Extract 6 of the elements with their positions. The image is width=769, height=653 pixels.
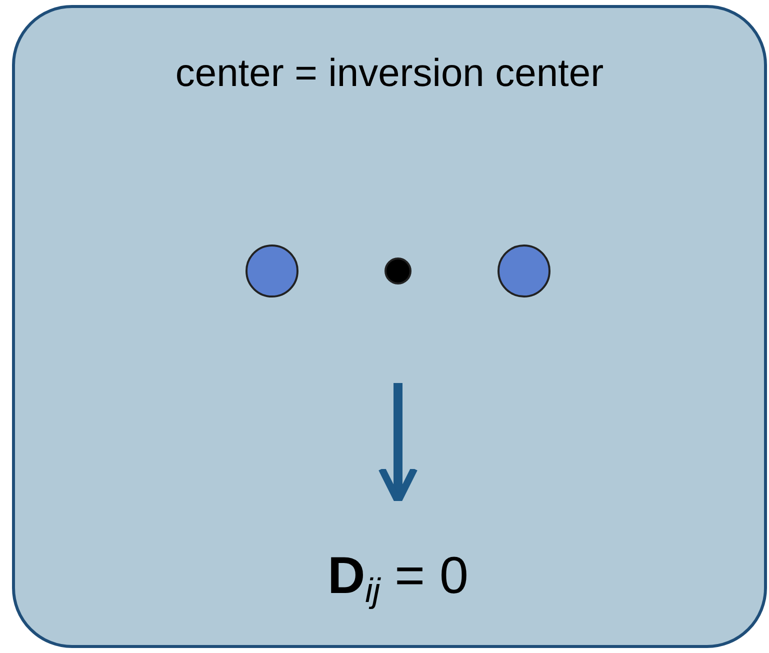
formula-text: D$_{ij}$ = 0 bbox=[215, 498, 581, 608]
outer-rounded-box bbox=[12, 5, 767, 648]
atom-circle bbox=[497, 244, 551, 298]
box-heading: center = inversion center bbox=[174, 51, 605, 97]
inversion-center-dot bbox=[384, 257, 412, 285]
atom-circle bbox=[245, 244, 299, 298]
